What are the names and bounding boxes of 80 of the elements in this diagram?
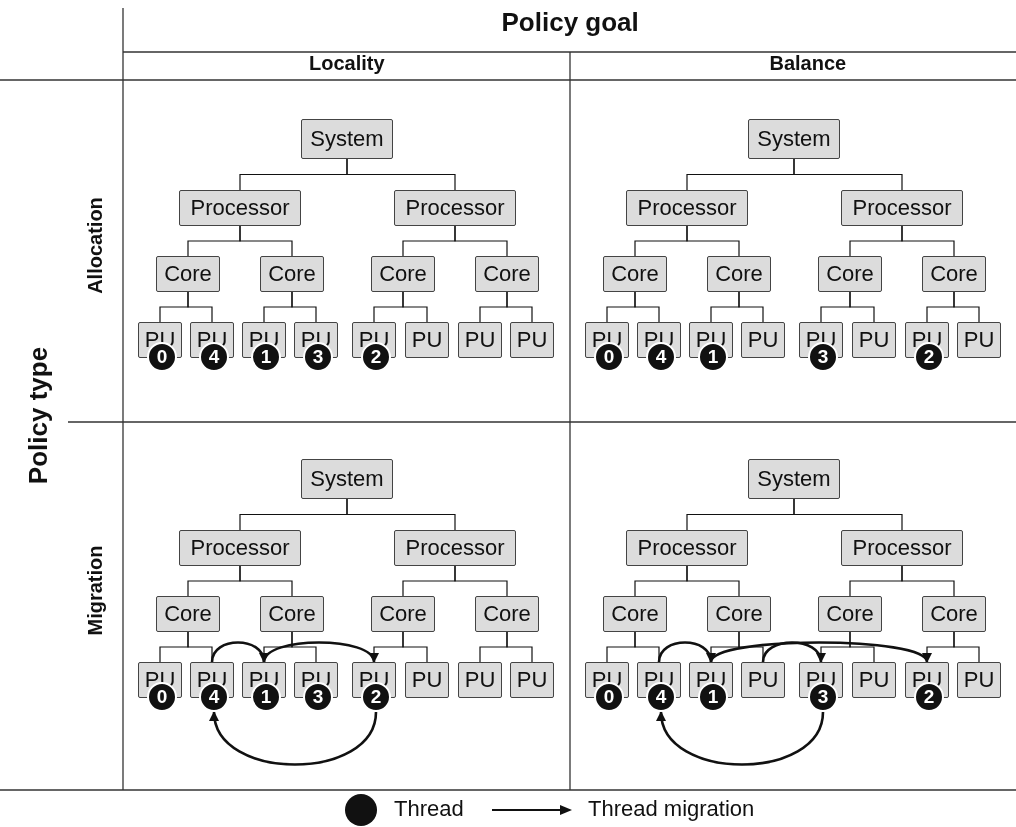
row-header: Allocation (83, 196, 107, 294)
tree-connector (454, 225, 508, 257)
pu-box: PU (957, 322, 1001, 358)
pu-box: PU (458, 662, 502, 698)
pu-box: PU (852, 322, 896, 358)
tree-connector (187, 291, 213, 323)
tree-connector (793, 158, 903, 191)
tree-connector (291, 291, 317, 323)
processor-box: Processor (179, 530, 301, 566)
column-header: Locality (309, 51, 385, 75)
core-box: Core (475, 596, 539, 632)
pu-box: PU (510, 662, 554, 698)
migration-arrow (709, 641, 929, 663)
system-box: System (748, 459, 840, 499)
pu-box: PU (852, 662, 896, 698)
migration-arrow (262, 641, 376, 663)
row-header: Migration (83, 545, 107, 635)
tree-connector (402, 631, 428, 663)
processor-box: Processor (841, 530, 963, 566)
core-box: Core (922, 256, 986, 292)
core-box: Core (818, 596, 882, 632)
tree-connector (953, 631, 980, 663)
tree-connector (738, 291, 764, 323)
system-box: System (301, 119, 393, 159)
column-header: Balance (769, 51, 847, 75)
legend-text: Thread (394, 796, 464, 822)
core-box: Core (818, 256, 882, 292)
tree-connector (454, 565, 508, 597)
tree-connector (506, 291, 533, 323)
migration-arrow (761, 641, 825, 663)
core-box: Core (371, 256, 435, 292)
core-box: Core (371, 596, 435, 632)
core-box: Core (707, 256, 771, 292)
core-box: Core (156, 596, 220, 632)
migration-arrow (657, 641, 715, 663)
system-box: System (301, 459, 393, 499)
tree-connector (953, 291, 980, 323)
heading: Policy type (22, 346, 54, 484)
pu-box: PU (405, 322, 449, 358)
tree-connector (686, 565, 740, 597)
core-box: Core (603, 596, 667, 632)
processor-box: Processor (179, 190, 301, 226)
tree-connector (506, 631, 533, 663)
pu-box: PU (405, 662, 449, 698)
core-box: Core (260, 256, 324, 292)
processor-box: Processor (394, 530, 516, 566)
core-box: Core (922, 596, 986, 632)
pu-box: PU (741, 662, 785, 698)
system-box: System (748, 119, 840, 159)
tree-connector (849, 631, 875, 663)
migration-arrow (210, 641, 268, 663)
tree-connector (346, 498, 456, 531)
tree-connector (901, 225, 955, 257)
pu-box: PU (458, 322, 502, 358)
tree-connector (901, 565, 955, 597)
tree-connector (402, 291, 428, 323)
core-box: Core (603, 256, 667, 292)
processor-box: Processor (841, 190, 963, 226)
core-box: Core (156, 256, 220, 292)
tree-connector (849, 291, 875, 323)
tree-connector (239, 225, 293, 257)
tree-connector (634, 291, 660, 323)
heading: Policy goal (501, 6, 639, 38)
legend-text: Thread migration (588, 796, 755, 822)
tree-connector (239, 565, 293, 597)
migration-arrow (210, 711, 378, 766)
tree-connector (793, 498, 903, 531)
processor-box: Processor (626, 190, 748, 226)
pu-box: PU (957, 662, 1001, 698)
pu-box: PU (741, 322, 785, 358)
migration-arrow (657, 711, 825, 766)
core-box: Core (707, 596, 771, 632)
processor-box: Processor (394, 190, 516, 226)
processor-box: Processor (626, 530, 748, 566)
tree-connector (346, 158, 456, 191)
pu-box: PU (510, 322, 554, 358)
tree-connector (291, 631, 317, 663)
core-box: Core (260, 596, 324, 632)
core-box: Core (475, 256, 539, 292)
tree-connector (686, 225, 740, 257)
